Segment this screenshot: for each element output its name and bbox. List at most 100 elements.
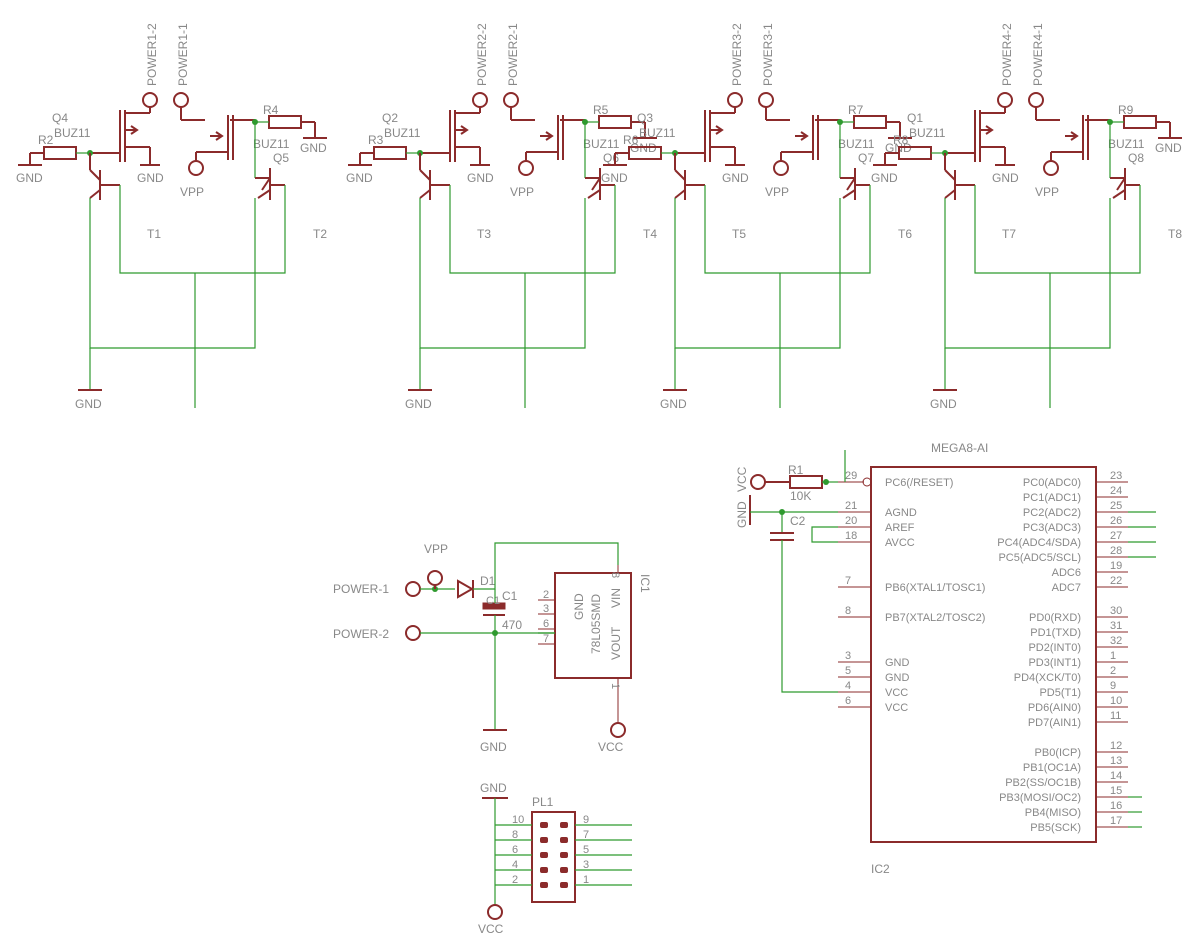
line bbox=[89, 169, 101, 181]
connector-name: PL1 bbox=[532, 795, 554, 809]
vcc-label: VCC bbox=[735, 466, 749, 492]
pin-number: 8 bbox=[845, 605, 851, 617]
gnd-label: GND bbox=[480, 740, 507, 754]
pin-number: 32 bbox=[1110, 635, 1122, 647]
pin-number: 1 bbox=[1110, 650, 1116, 662]
resistor bbox=[853, 115, 887, 129]
vcc-terminal bbox=[610, 722, 626, 738]
power-label: POWER-1 bbox=[333, 582, 389, 596]
wire bbox=[473, 542, 619, 590]
gnd-label: GND bbox=[300, 141, 327, 155]
line bbox=[419, 189, 431, 199]
pin-number: 8 bbox=[609, 572, 621, 578]
regulator-body bbox=[554, 572, 632, 679]
power-label: POWER-2 bbox=[333, 627, 389, 641]
connector-pin bbox=[560, 882, 568, 888]
gnd-label: GND bbox=[601, 171, 628, 185]
pin-name: PC1(ADC1) bbox=[1023, 492, 1081, 504]
net-label: T2 bbox=[313, 227, 327, 241]
pin-name: PB7(XTAL2/TOSC2) bbox=[885, 612, 985, 624]
mosfet-arrow bbox=[1070, 131, 1079, 141]
microcontroller: MEGA8-AIIC229PC6(/RESET)21AGND20AREF18AV… bbox=[735, 441, 1156, 876]
vpp-label: VPP bbox=[424, 542, 448, 556]
pin-number: 1 bbox=[609, 683, 621, 689]
mosfet-arrow bbox=[130, 125, 139, 135]
wire bbox=[974, 185, 1141, 274]
pin-name: PB6(XTAL1/TOSC1) bbox=[885, 582, 985, 594]
pin-name: GND bbox=[885, 672, 910, 684]
net-label: T1 bbox=[147, 227, 161, 241]
resistor-name: R9 bbox=[1118, 103, 1134, 117]
pin-name: PC0(ADC0) bbox=[1023, 477, 1081, 489]
pin-name: PD6(AIN0) bbox=[1028, 702, 1081, 714]
gnd-label: GND bbox=[467, 171, 494, 185]
pin-number: 3 bbox=[845, 650, 851, 662]
pin-number: 22 bbox=[1110, 575, 1122, 587]
pin-number: 6 bbox=[543, 618, 549, 630]
pin-number: 26 bbox=[1110, 515, 1122, 527]
pin-number: 3 bbox=[543, 603, 549, 615]
wire bbox=[944, 198, 1111, 349]
vpp-terminal bbox=[773, 160, 789, 176]
pin-number: 28 bbox=[1110, 545, 1122, 557]
pin-number: 5 bbox=[583, 844, 589, 856]
resistor-name: R1 bbox=[788, 463, 804, 477]
pin-name: AREF bbox=[885, 522, 915, 534]
resistor bbox=[789, 475, 823, 489]
connector-pin bbox=[540, 837, 548, 843]
mosfet-name: Q1 bbox=[907, 111, 923, 125]
power-terminal bbox=[173, 92, 189, 108]
ic-part: MEGA8-AI bbox=[931, 441, 988, 455]
line bbox=[944, 189, 956, 199]
gnd-label: GND bbox=[930, 397, 957, 411]
pin-number: 6 bbox=[845, 695, 851, 707]
mosfet-type: BUZ11 bbox=[838, 137, 875, 151]
vcc-terminal bbox=[750, 474, 766, 490]
resistor bbox=[1123, 115, 1157, 129]
net-label: T7 bbox=[1002, 227, 1016, 241]
gnd-label: GND bbox=[405, 397, 432, 411]
vcc-label: VCC bbox=[598, 740, 624, 754]
resistor-name: R5 bbox=[593, 103, 609, 117]
capacitor-name: C2 bbox=[790, 514, 806, 528]
pin-number: 10 bbox=[1110, 695, 1122, 707]
pin-number: 7 bbox=[845, 575, 851, 587]
power-terminal bbox=[758, 92, 774, 108]
capacitor-polarity: C1 bbox=[486, 595, 500, 607]
gnd-label: GND bbox=[722, 171, 749, 185]
mosfet-name: Q2 bbox=[382, 111, 398, 125]
capacitor-plate bbox=[482, 602, 506, 610]
pin-name: PD5(T1) bbox=[1039, 687, 1081, 699]
pin-number: 5 bbox=[845, 665, 851, 677]
wire bbox=[419, 198, 586, 349]
wire bbox=[449, 185, 616, 274]
wire bbox=[89, 198, 256, 349]
connector-body bbox=[531, 811, 576, 903]
line bbox=[257, 189, 271, 199]
line bbox=[1116, 177, 1126, 191]
pin-number: 18 bbox=[845, 530, 857, 542]
pin-number: 31 bbox=[1110, 620, 1122, 632]
resistor-name: R6 bbox=[623, 133, 639, 147]
mosfet-name: Q3 bbox=[637, 111, 653, 125]
resistor-name: R3 bbox=[368, 133, 384, 147]
pin-name: PC4(ADC4/SDA) bbox=[997, 537, 1081, 549]
mosfet-name: Q8 bbox=[1128, 151, 1144, 165]
resistor bbox=[43, 146, 77, 160]
connector-pin bbox=[540, 822, 548, 828]
junction-dot bbox=[823, 479, 829, 485]
resistor-name: R2 bbox=[38, 133, 54, 147]
net-label: T6 bbox=[898, 227, 912, 241]
ic-name: IC1 bbox=[638, 574, 652, 593]
gnd-label: GND bbox=[16, 171, 43, 185]
pin-number: 1 bbox=[583, 874, 589, 886]
pin-name: PD0(RXD) bbox=[1029, 612, 1081, 624]
pin-number: 23 bbox=[1110, 470, 1122, 482]
pin-number: 11 bbox=[1110, 710, 1121, 722]
wire bbox=[811, 526, 838, 543]
pin-number: 20 bbox=[845, 515, 857, 527]
